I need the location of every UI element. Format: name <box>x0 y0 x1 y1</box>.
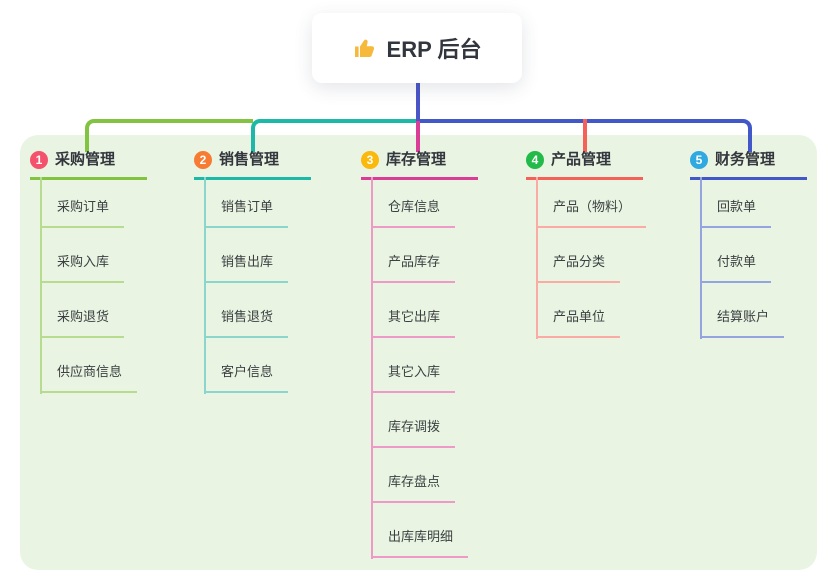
child-row: 供应商信息 <box>40 338 138 393</box>
child-node[interactable]: 采购入库 <box>40 253 125 283</box>
child-row: 库存盘点 <box>371 448 468 503</box>
child-node[interactable]: 产品（物料） <box>536 198 647 228</box>
child-row: 结算账户 <box>700 283 785 338</box>
branch-spine <box>40 177 42 394</box>
child-node[interactable]: 产品单位 <box>536 308 621 338</box>
branch-label: 销售管理 <box>219 151 280 168</box>
branch-spine <box>371 177 373 559</box>
branch-node[interactable]: 3 库存管理 <box>361 149 478 180</box>
branch-children: 销售订单销售出库销售退货客户信息 <box>204 173 289 393</box>
child-row: 采购订单 <box>40 173 137 228</box>
branch-label: 采购管理 <box>55 151 116 168</box>
branch-node[interactable]: 1 采购管理 <box>30 149 147 180</box>
child-row: 产品分类 <box>536 228 646 283</box>
child-node[interactable]: 结算账户 <box>700 308 785 338</box>
child-row: 销售订单 <box>204 173 289 228</box>
child-node[interactable]: 其它入库 <box>371 363 456 393</box>
child-node[interactable]: 其它出库 <box>371 308 456 338</box>
branch-children: 回款单付款单结算账户 <box>700 173 785 338</box>
child-node[interactable]: 客户信息 <box>204 363 289 393</box>
branch-children: 产品（物料） 产品分类产品单位 <box>536 173 647 338</box>
child-row: 销售出库 <box>204 228 289 283</box>
child-row: 库存调拨 <box>371 393 468 448</box>
child-node[interactable]: 库存盘点 <box>371 473 456 503</box>
child-row: 仓库信息 <box>371 173 468 228</box>
child-row: 产品库存 <box>371 228 468 283</box>
child-row: 回款单 <box>700 173 784 228</box>
child-node[interactable]: 回款单 <box>700 198 772 228</box>
branch-label: 库存管理 <box>386 151 447 168</box>
child-row: 其它入库 <box>371 338 468 393</box>
child-row: 产品单位 <box>536 283 646 338</box>
connector-drop-product <box>583 119 587 152</box>
root-connector <box>416 82 420 121</box>
branch-children: 仓库信息产品库存其它出库其它入库库存调拨库存盘点出库库明细 <box>371 173 469 558</box>
branch-label: 产品管理 <box>551 151 612 168</box>
branch-spine <box>700 177 702 339</box>
branch-node[interactable]: 5 财务管理 <box>690 149 807 180</box>
thumbs-up-icon <box>353 36 377 60</box>
child-row: 付款单 <box>700 228 784 283</box>
branch-node[interactable]: 2 销售管理 <box>194 149 311 180</box>
child-node[interactable]: 销售退货 <box>204 308 289 338</box>
branch-number-badge: 5 <box>690 151 708 169</box>
root-label: ERP 后台 <box>386 37 482 62</box>
branch-number-badge: 3 <box>361 151 379 169</box>
child-node[interactable]: 产品库存 <box>371 253 456 283</box>
child-row: 出库库明细 <box>371 503 469 558</box>
child-node[interactable]: 销售订单 <box>204 198 289 228</box>
branch-label: 财务管理 <box>715 151 776 168</box>
group-panel <box>20 135 817 570</box>
child-node[interactable]: 供应商信息 <box>40 363 138 393</box>
child-row: 销售退货 <box>204 283 289 338</box>
child-row: 其它出库 <box>371 283 468 338</box>
branch-number-badge: 1 <box>30 151 48 169</box>
child-node[interactable]: 出库库明细 <box>371 528 469 558</box>
child-node[interactable]: 仓库信息 <box>371 198 456 228</box>
branch-spine <box>536 177 538 339</box>
connector-bus-sales <box>251 119 420 152</box>
branch-number-badge: 4 <box>526 151 544 169</box>
child-node[interactable]: 产品分类 <box>536 253 621 283</box>
child-row: 产品（物料） <box>536 173 647 228</box>
child-node[interactable]: 付款单 <box>700 253 772 283</box>
child-row: 采购入库 <box>40 228 137 283</box>
branch-children: 采购订单采购入库采购退货供应商信息 <box>40 173 138 393</box>
child-node[interactable]: 销售出库 <box>204 253 289 283</box>
branch-spine <box>204 177 206 394</box>
child-row: 客户信息 <box>204 338 289 393</box>
child-node[interactable]: 采购订单 <box>40 198 125 228</box>
branch-number-badge: 2 <box>194 151 212 169</box>
child-node[interactable]: 库存调拨 <box>371 418 456 448</box>
root-node[interactable]: ERP 后台 <box>312 13 522 83</box>
child-row: 采购退货 <box>40 283 137 338</box>
connector-drop-inventory <box>416 121 420 152</box>
branch-node[interactable]: 4 产品管理 <box>526 149 643 180</box>
connector-bus-purchase <box>85 119 253 152</box>
child-node[interactable]: 采购退货 <box>40 308 125 338</box>
